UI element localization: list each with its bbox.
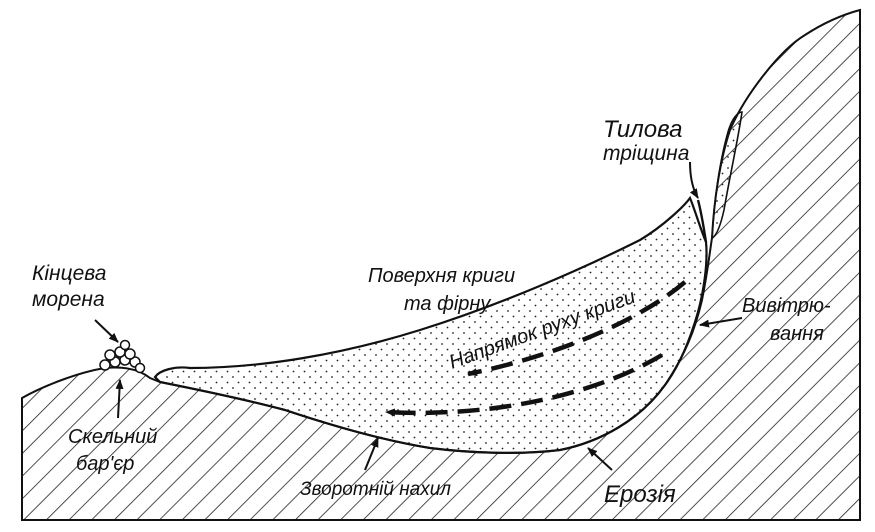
label-frost-weathering-line1: Вивітрю- bbox=[742, 295, 831, 317]
label-rock-barrier-line2: бар'єр bbox=[76, 453, 134, 475]
label-frost-weathering-line2: вання bbox=[770, 323, 824, 345]
terminal-moraine-boulders bbox=[99, 339, 146, 374]
label-bergschrund-line1: Тилова bbox=[603, 116, 682, 143]
label-reverse-slope: Зворотній нахил bbox=[300, 479, 451, 500]
flow-arrow-upper bbox=[467, 280, 687, 377]
label-terminal-moraine-line1: Кінцева bbox=[32, 262, 106, 285]
label-ice-surface-line1: Поверхня криги bbox=[368, 265, 515, 287]
pointer-moraine bbox=[94, 319, 119, 343]
pointer-erosion bbox=[587, 447, 613, 471]
flow-arrow-lower bbox=[385, 353, 664, 417]
label-rock-barrier-line1: Скельний bbox=[68, 426, 157, 448]
pointer-rock-barrier bbox=[115, 379, 124, 419]
pointer-reverse-slope bbox=[364, 437, 379, 471]
label-erosion: Ерозія bbox=[604, 481, 676, 508]
pointer-weathering bbox=[699, 317, 743, 328]
glacier-ice bbox=[153, 195, 708, 454]
bergschrund-crack bbox=[696, 199, 708, 243]
label-bergschrund-line2: тріщина bbox=[603, 142, 689, 165]
label-terminal-moraine-line2: морена bbox=[32, 288, 105, 311]
pointer-bergschrund bbox=[689, 161, 699, 199]
weathering-debris bbox=[711, 111, 743, 240]
label-ice-surface-line2: та фірну bbox=[404, 293, 491, 315]
label-pointers bbox=[94, 161, 743, 471]
